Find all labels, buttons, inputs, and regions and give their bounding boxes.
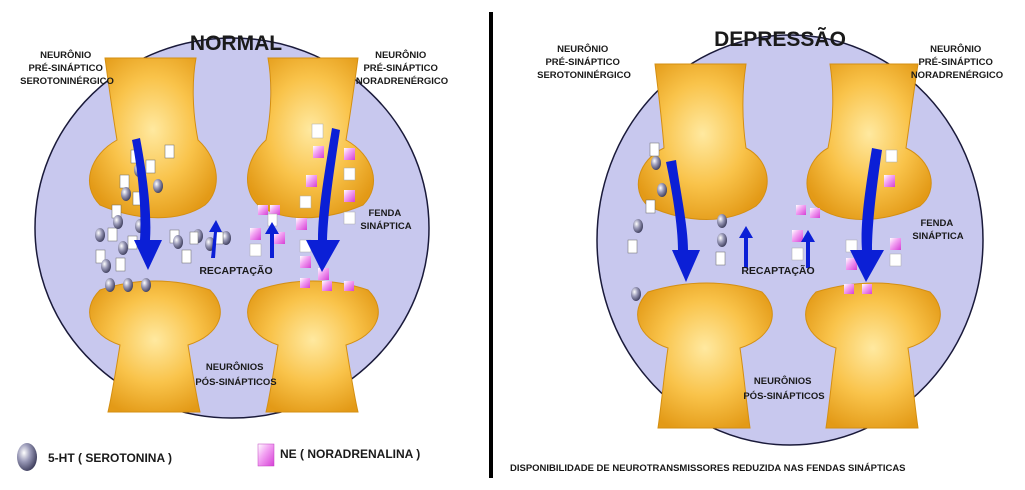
serotonin-molecule bbox=[141, 278, 151, 292]
noradrenaline-molecule bbox=[270, 205, 280, 215]
normal-reuptake-label: RECAPTAÇÃO bbox=[199, 264, 272, 277]
serotonin-molecule bbox=[182, 250, 191, 263]
footnote: DISPONIBILIDADE DE NEUROTRANSMISSORES RE… bbox=[510, 463, 906, 474]
normal-panel: NORMAL NEURÔNIO PRÉ-SINÁPTICO SEROTONINÉ… bbox=[20, 32, 448, 418]
serotonin-molecule bbox=[113, 215, 123, 229]
serotonin-molecule bbox=[173, 235, 183, 249]
serotonin-molecule bbox=[717, 233, 727, 247]
depression-panel: DEPRESSÃO NEURÔNIO PRÉ-SINÁPTICO SEROTON… bbox=[537, 28, 1003, 445]
noradrenaline-molecule bbox=[884, 175, 895, 187]
noradrenaline-molecule bbox=[322, 281, 332, 291]
noradrenaline-molecule bbox=[890, 238, 901, 250]
serotonin-molecule bbox=[717, 214, 727, 228]
serotonin-legend-icon bbox=[17, 443, 37, 471]
serotonin-molecule bbox=[716, 252, 725, 265]
normal-title: NORMAL bbox=[190, 32, 282, 55]
noradrenaline-molecule bbox=[792, 248, 803, 260]
depression-left-neuron-label: NEURÔNIO PRÉ-SINÁPTICO SEROTONINÉRGICO bbox=[537, 43, 631, 81]
depression-reuptake-label: RECAPTAÇÃO bbox=[741, 264, 814, 277]
serotonin-molecule bbox=[651, 156, 661, 170]
noradrenaline-molecule bbox=[306, 175, 317, 187]
serotonin-molecule bbox=[153, 179, 163, 193]
serotonin-molecule bbox=[116, 258, 125, 271]
serotonin-molecule bbox=[190, 232, 198, 244]
depression-title: DEPRESSÃO bbox=[714, 28, 846, 51]
serotonin-molecule bbox=[633, 219, 643, 233]
serotonin-molecule bbox=[123, 278, 133, 292]
serotonin-molecule bbox=[628, 240, 637, 253]
serotonin-molecule bbox=[108, 228, 117, 241]
noradrenaline-molecule bbox=[296, 218, 307, 230]
noradrenaline-molecule bbox=[344, 212, 355, 224]
serotonin-molecule bbox=[95, 228, 105, 242]
noradrenaline-molecule bbox=[344, 168, 355, 180]
noradrenaline-molecule bbox=[344, 148, 355, 160]
serotonin-molecule bbox=[118, 241, 128, 255]
noradrenaline-molecule bbox=[810, 208, 820, 218]
normal-right-neuron-label: NEURÔNIO PRÉ-SINÁPTICO NORADRENÉRGICO bbox=[356, 49, 448, 87]
serotonin-molecule bbox=[146, 160, 155, 173]
depression-right-neuron-label: NEURÔNIO PRÉ-SINÁPTICO NORADRENÉRGICO bbox=[911, 43, 1003, 81]
noradrenaline-molecule bbox=[792, 230, 803, 242]
noradrenaline-molecule bbox=[862, 284, 872, 294]
noradrenaline-molecule bbox=[844, 284, 854, 294]
serotonin-molecule bbox=[646, 200, 655, 213]
noradrenaline-molecule bbox=[300, 256, 311, 268]
noradrenaline-legend-icon bbox=[258, 444, 274, 466]
noradrenaline-molecule bbox=[300, 196, 311, 208]
noradrenaline-molecule bbox=[344, 281, 354, 291]
serotonin-molecule bbox=[631, 287, 641, 301]
legend: 5-HT ( SEROTONINA ) NE ( NORADRENALINA ) bbox=[17, 443, 420, 471]
noradrenaline-molecule bbox=[250, 228, 261, 240]
noradrenaline-molecule bbox=[890, 254, 901, 266]
serotonin-molecule bbox=[120, 175, 129, 188]
serotonin-molecule bbox=[165, 145, 174, 158]
serotonin-molecule bbox=[657, 183, 667, 197]
noradrenaline-molecule bbox=[312, 124, 323, 138]
noradrenaline-legend-label: NE ( NORADRENALINA ) bbox=[280, 447, 420, 461]
serotonin-molecule bbox=[650, 143, 659, 156]
noradrenaline-molecule bbox=[318, 268, 329, 280]
noradrenaline-molecule bbox=[344, 190, 355, 202]
noradrenaline-molecule bbox=[300, 278, 310, 288]
serotonin-legend-label: 5-HT ( SEROTONINA ) bbox=[48, 451, 172, 465]
noradrenaline-molecule bbox=[250, 244, 261, 256]
serotonin-molecule bbox=[121, 187, 131, 201]
noradrenaline-molecule bbox=[258, 205, 268, 215]
noradrenaline-molecule bbox=[886, 150, 897, 162]
noradrenaline-molecule bbox=[796, 205, 806, 215]
noradrenaline-molecule bbox=[313, 146, 324, 158]
normal-left-neuron-label: NEURÔNIO PRÉ-SINÁPTICO SEROTONINÉRGICO bbox=[20, 49, 114, 87]
serotonin-molecule bbox=[101, 259, 111, 273]
serotonin-molecule bbox=[105, 278, 115, 292]
